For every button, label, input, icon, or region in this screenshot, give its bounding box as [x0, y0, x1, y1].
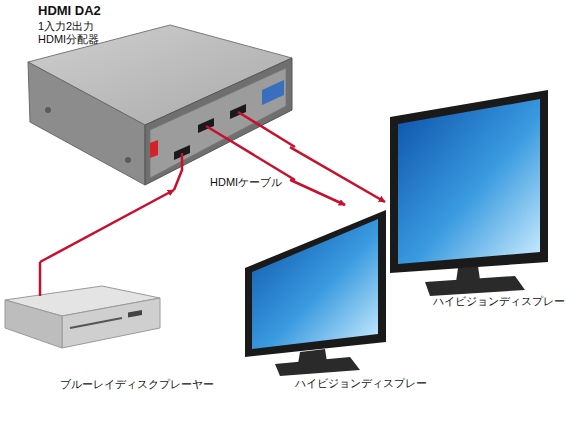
screw	[45, 107, 51, 113]
hdmi-cable	[290, 180, 345, 205]
cable-stub	[238, 112, 295, 147]
cable-stub	[39, 262, 42, 296]
cable-stubs	[40, 112, 295, 296]
display-base	[425, 276, 525, 296]
splitter-box: HDMI DA2 1入力2出力 HDMI分配器	[20, 0, 290, 190]
power-switch	[150, 140, 158, 158]
splitter-illustration	[28, 25, 292, 185]
display-screen	[398, 99, 540, 264]
cable-stub	[206, 126, 295, 180]
display-box: ハイビジョンディスプレー	[385, 88, 570, 308]
display-bezel	[245, 210, 386, 357]
player-illustration	[5, 286, 160, 348]
device-heading: HDMI DA2	[38, 4, 101, 17]
player-display	[128, 310, 142, 317]
disc-tray	[70, 318, 122, 328]
player-side	[5, 300, 62, 348]
node-label: 1入力2出力 HDMI分配器	[38, 20, 110, 46]
display-bezel	[390, 90, 548, 273]
player-box: ブルーレイディスクプレーヤー	[0, 262, 215, 395]
display-illustration	[390, 90, 548, 296]
display-screen	[252, 219, 378, 349]
display-base	[275, 357, 360, 376]
hdmi-cable	[40, 190, 174, 262]
screw	[125, 157, 131, 163]
player-front	[62, 298, 160, 348]
hdmi-cable	[290, 147, 385, 202]
device-side	[28, 62, 145, 185]
display-box: ハイビジョンディスプレー	[240, 205, 425, 390]
node-label: ハイビジョンディスプレー	[295, 377, 427, 390]
node-label: ブルーレイディスクプレーヤー	[60, 378, 214, 391]
node-label: ハイビジョンディスプレー	[433, 295, 565, 308]
logo-plate	[262, 80, 284, 105]
cable-stub	[174, 153, 182, 190]
cable-label: HDMIケーブル	[210, 176, 282, 189]
display-illustration	[245, 210, 386, 376]
